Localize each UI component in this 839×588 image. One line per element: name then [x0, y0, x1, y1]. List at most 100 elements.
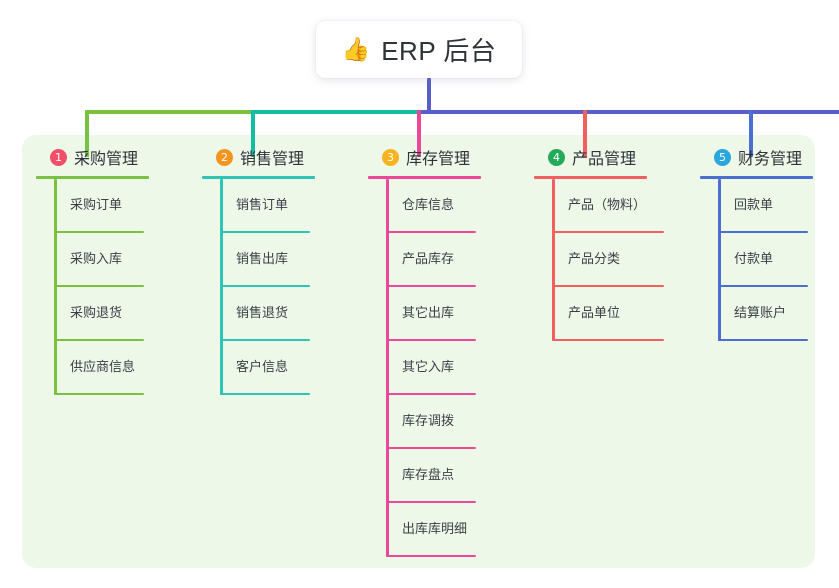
module-item-rule: [552, 339, 664, 341]
module-item-label: 其它入库: [402, 359, 455, 374]
module-item-label: 产品（物料）: [568, 197, 647, 212]
module-item-rule: [386, 285, 476, 287]
module-item-rule: [386, 231, 476, 233]
drop-connector-3: [417, 110, 421, 157]
module-item-label: 库存调拨: [402, 413, 455, 428]
module-item[interactable]: 出库库明细: [368, 503, 481, 557]
module-item[interactable]: 库存调拨: [368, 395, 481, 449]
module-item-rule: [220, 339, 310, 341]
module-item-label: 产品单位: [568, 305, 621, 320]
module-item[interactable]: 回款单: [700, 179, 813, 233]
module-item-label: 供应商信息: [70, 359, 136, 374]
module-spine: [552, 179, 555, 341]
module-column-1: 1 采购管理采购订单采购入库采购退货供应商信息: [36, 145, 149, 395]
module-item[interactable]: 付款单: [700, 233, 813, 287]
module-item-label: 客户信息: [236, 359, 289, 374]
module-item[interactable]: 结算账户: [700, 287, 813, 341]
module-title: 库存管理: [406, 151, 471, 168]
root-node-card[interactable]: 👍 ERP 后台: [316, 21, 522, 78]
root-node-title: ERP 后台: [381, 36, 497, 66]
thumbs-up-icon: 👍: [341, 36, 371, 62]
module-item-label: 采购入库: [70, 251, 123, 266]
module-item-rule: [54, 285, 144, 287]
module-header-rule: [700, 176, 813, 179]
module-item[interactable]: 仓库信息: [368, 179, 481, 233]
module-index-badge: 2: [216, 148, 233, 166]
module-item-list: 仓库信息产品库存其它出库其它入库库存调拨库存盘点出库库明细: [368, 179, 481, 557]
module-header-4[interactable]: 4 产品管理: [534, 145, 647, 169]
module-item[interactable]: 销售订单: [202, 179, 315, 233]
module-item-label: 出库库明细: [402, 521, 468, 536]
trunk-connector: [427, 78, 431, 114]
module-column-3: 3 库存管理仓库信息产品库存其它出库其它入库库存调拨库存盘点出库库明细: [368, 145, 481, 557]
module-title: 采购管理: [74, 151, 139, 168]
module-index-badge: 4: [548, 148, 565, 166]
module-item-label: 采购退货: [70, 305, 123, 320]
module-item-label: 付款单: [734, 251, 774, 266]
module-item-list: 采购订单采购入库采购退货供应商信息: [36, 179, 149, 395]
module-item-rule: [54, 231, 144, 233]
drop-connector-5: [749, 110, 753, 157]
bus-segment-1: [85, 110, 253, 114]
module-item[interactable]: 产品单位: [534, 287, 664, 341]
module-header-3[interactable]: 3 库存管理: [368, 145, 481, 169]
root-node-inner: 👍 ERP 后台: [342, 31, 497, 68]
module-item-label: 采购订单: [70, 197, 123, 212]
module-item-rule: [220, 393, 310, 395]
module-spine: [386, 179, 389, 557]
module-item-rule: [718, 339, 808, 341]
module-item[interactable]: 销售出库: [202, 233, 315, 287]
module-item-rule: [386, 501, 476, 503]
module-item[interactable]: 采购订单: [36, 179, 149, 233]
module-item-rule: [220, 285, 310, 287]
module-item-rule: [220, 231, 310, 233]
module-index-badge: 5: [714, 148, 731, 166]
bus-segment-3: [417, 110, 839, 114]
module-item[interactable]: 其它出库: [368, 287, 481, 341]
module-header-1[interactable]: 1 采购管理: [36, 145, 149, 169]
module-item[interactable]: 客户信息: [202, 341, 315, 395]
drop-connector-2: [251, 110, 255, 157]
module-item-label: 结算账户: [734, 305, 787, 320]
drop-connector-4: [583, 110, 587, 157]
module-header-rule: [534, 176, 647, 179]
module-item-rule: [54, 339, 144, 341]
module-item[interactable]: 库存盘点: [368, 449, 481, 503]
module-item-rule: [386, 447, 476, 449]
module-header-rule: [36, 176, 149, 179]
module-item-label: 销售出库: [236, 251, 289, 266]
drop-connector-1: [85, 110, 89, 157]
module-item-rule: [386, 555, 476, 557]
module-spine: [54, 179, 57, 395]
module-item-label: 销售订单: [236, 197, 289, 212]
module-column-4: 4 产品管理产品（物料） 产品分类产品单位: [534, 145, 664, 341]
module-item-list: 产品（物料） 产品分类产品单位: [534, 179, 664, 341]
module-item[interactable]: 产品库存: [368, 233, 481, 287]
module-item[interactable]: 销售退货: [202, 287, 315, 341]
module-item-label: 其它出库: [402, 305, 455, 320]
module-item-label: 产品库存: [402, 251, 455, 266]
module-item-list: 回款单付款单结算账户: [700, 179, 813, 341]
module-index-badge: 1: [50, 148, 67, 166]
module-item-rule: [552, 231, 664, 233]
module-title: 产品管理: [572, 151, 637, 168]
module-item-rule: [54, 393, 144, 395]
modules-panel: [22, 135, 815, 568]
module-index-badge: 3: [382, 148, 399, 166]
module-item[interactable]: 产品分类: [534, 233, 664, 287]
bus-segment-2: [251, 110, 419, 114]
module-item[interactable]: 采购入库: [36, 233, 149, 287]
module-item[interactable]: 其它入库: [368, 341, 481, 395]
module-item-label: 产品分类: [568, 251, 621, 266]
module-item-rule: [552, 285, 664, 287]
module-item-label: 仓库信息: [402, 197, 455, 212]
module-item[interactable]: 供应商信息: [36, 341, 149, 395]
module-item-rule: [718, 285, 808, 287]
module-item-rule: [718, 231, 808, 233]
module-item[interactable]: 采购退货: [36, 287, 149, 341]
module-item[interactable]: 产品（物料）: [534, 179, 664, 233]
module-item-label: 库存盘点: [402, 467, 455, 482]
